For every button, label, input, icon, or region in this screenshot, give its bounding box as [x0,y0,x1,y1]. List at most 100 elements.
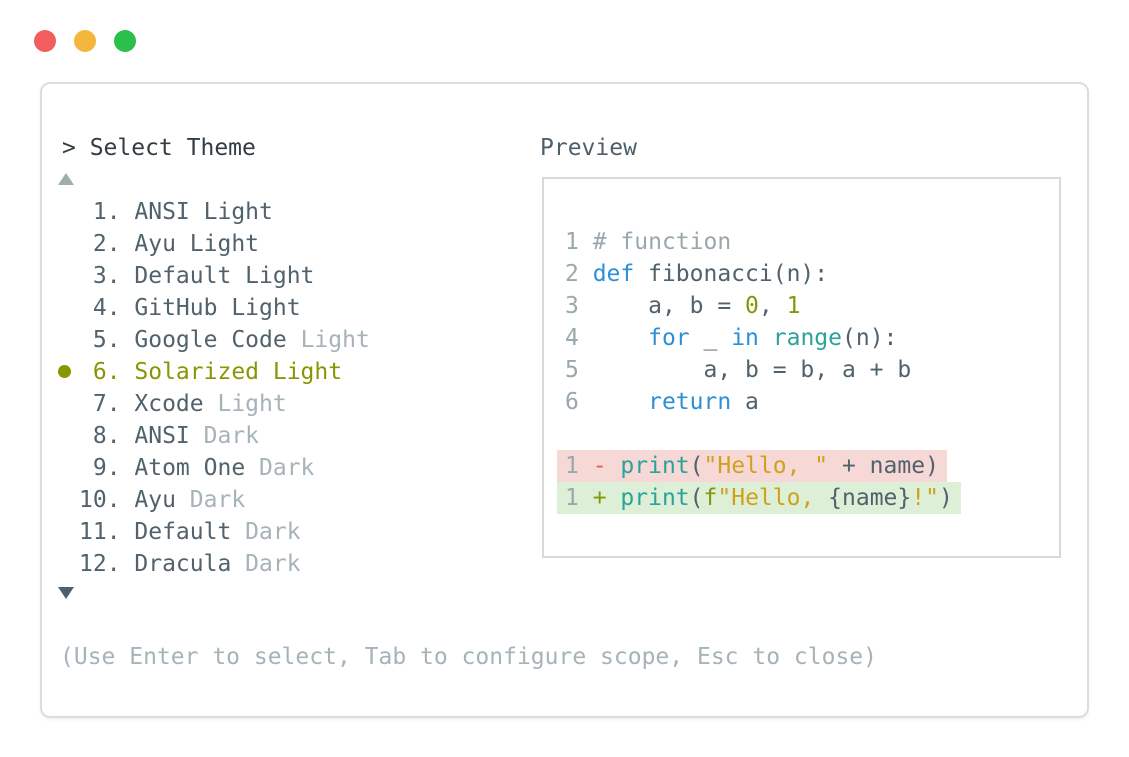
theme-list-item[interactable]: 2. Ayu Light [58,228,370,260]
code-token: 1 [786,293,801,319]
code-token: a, b = b, a + b [592,357,912,383]
theme-list-item[interactable]: 4. GitHub Light [58,292,370,324]
theme-item-name: 11. Default [79,519,232,545]
diff-line-removed: 1 - print("Hello, " + name) [544,450,1059,482]
zoom-button[interactable] [114,30,136,52]
theme-item-name: 6. Solarized Light [79,359,343,385]
marker-spacer [58,388,79,420]
theme-item-variant: Dark [189,423,260,449]
line-number: 5 [565,357,593,383]
line-number: 4 [565,325,593,351]
marker-spacer [58,324,79,356]
code-token: "Hello, [717,485,829,511]
code-line: 5 a, b = b, a + b [544,354,1059,386]
code-token: return [648,389,732,415]
theme-item-label: 6. Solarized Light [79,356,342,388]
theme-item-name: 2. Ayu Light [79,231,260,257]
diff-highlight: 1 + print(f"Hello, {name}!") [557,482,961,514]
code-token: ( [689,453,704,479]
code-line [544,418,1059,450]
diff-line-added: 1 + print(f"Hello, {name}!") [544,482,1059,514]
line-number: 6 [565,389,593,415]
close-button[interactable] [34,30,56,52]
theme-list-item[interactable]: 1. ANSI Light [58,196,370,228]
code-token: a [731,389,759,415]
theme-list-item[interactable]: 5. Google Code Light [58,324,370,356]
code-token: print [620,453,690,479]
line-number: 1 [565,485,593,511]
code-token: a, b = [592,293,746,319]
code-token: # function [592,229,732,255]
selected-marker [58,356,79,388]
theme-item-label: 2. Ayu Light [79,228,259,260]
traffic-lights [0,0,200,60]
code-token: {name} [828,485,912,511]
line-number: 1 [565,229,593,255]
code-token: + [592,485,621,511]
minimize-button[interactable] [74,30,96,52]
line-number: 3 [565,293,593,319]
marker-spacer [58,228,79,260]
scroll-down-arrow-icon[interactable] [58,587,74,599]
theme-list-item[interactable]: 8. ANSI Dark [58,420,370,452]
theme-list-item[interactable]: 11. Default Dark [58,516,370,548]
line-number: 2 [565,261,593,287]
keyboard-hints: (Use Enter to select, Tab to configure s… [60,644,877,670]
theme-item-label: 9. Atom One Dark [79,452,315,484]
code-token [593,389,648,415]
theme-list-item[interactable]: 9. Atom One Dark [58,452,370,484]
code-token: "Hello, " [703,453,829,479]
marker-spacer [58,452,79,484]
code-token [759,325,773,351]
theme-item-variant: Dark [231,551,301,577]
theme-item-label: 8. ANSI Dark [79,420,259,452]
theme-list-item[interactable]: 12. Dracula Dark [58,548,370,580]
theme-item-label: 1. ANSI Light [79,196,273,228]
theme-item-variant: Dark [245,455,315,481]
marker-spacer [58,484,79,516]
code-token: in [731,325,759,351]
scroll-up-arrow-icon[interactable] [58,173,74,185]
marker-spacer [58,516,79,548]
theme-list-item[interactable]: 10. Ayu Dark [58,484,370,516]
code-token: !" [911,485,939,511]
theme-item-label: 7. Xcode Light [79,388,287,420]
theme-item-label: 4. GitHub Light [79,292,301,324]
theme-list-item[interactable]: 6. Solarized Light [58,356,370,388]
theme-item-variant: Light [203,391,287,417]
code-token: for [648,325,690,351]
code-line: 1 # function [544,226,1059,258]
theme-item-variant: Dark [231,519,301,545]
theme-item-name: 3. Default Light [79,263,315,289]
code-token: f [703,485,718,511]
code-token [593,325,648,351]
theme-list-item[interactable]: 3. Default Light [58,260,370,292]
code-token: def [592,261,635,287]
theme-item-variant: Dark [175,487,246,513]
code-token: (n): [842,325,898,351]
theme-item-label: 3. Default Light [79,260,315,292]
code-token: ) [938,485,953,511]
code-token: 0 [745,293,759,319]
code-line: 6 return a [544,386,1059,418]
theme-list: 1. ANSI Light 2. Ayu Light 3. Default Li… [58,196,370,580]
code-token: fibonacci(n): [634,261,829,287]
code-preview-panel: 1 # function 2 def fibonacci(n): 3 a, b = … [542,177,1061,558]
code-token: - [592,453,621,479]
theme-item-name: 12. Dracula [79,551,232,577]
diff-highlight: 1 - print("Hello, " + name) [557,450,947,482]
select-theme-prompt: > Select Theme [62,135,256,161]
theme-item-label: 5. Google Code Light [79,324,370,356]
code-line: 4 for _ in range(n): [544,322,1059,354]
marker-spacer [58,196,79,228]
theme-item-name: 7. Xcode [79,391,204,417]
code-token: print [620,485,690,511]
theme-item-label: 11. Default Dark [79,516,301,548]
marker-spacer [58,292,79,324]
selected-bullet-icon [58,365,71,378]
theme-list-item[interactable]: 7. Xcode Light [58,388,370,420]
theme-item-name: 5. Google Code [79,327,287,353]
preview-label: Preview [540,135,637,161]
theme-item-label: 12. Dracula Dark [79,548,301,580]
theme-item-name: 8. ANSI [79,423,190,449]
